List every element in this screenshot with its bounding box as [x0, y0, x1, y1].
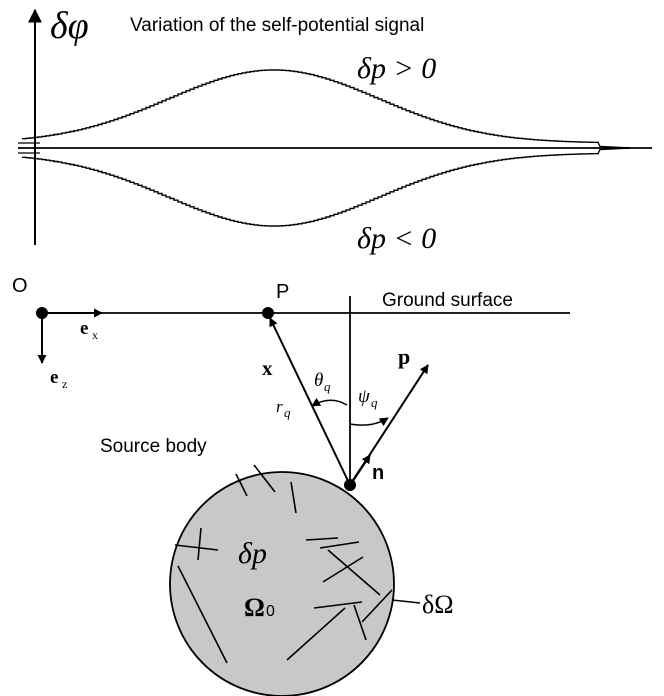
signal-curve-positive: [22, 69, 631, 149]
position-vector-x: [269, 317, 351, 486]
source-body: Source body δp Ω 0 δΩ: [100, 436, 454, 696]
psi-label: ψ: [358, 386, 371, 407]
fracture: [197, 527, 202, 561]
fracture: [286, 607, 346, 661]
signal-plot: δφ Variation of the self-potential signa…: [18, 5, 652, 255]
ground-surface-label: Ground surface: [382, 290, 513, 311]
fracture: [353, 604, 367, 641]
source-body-label: Source body: [100, 436, 207, 457]
ez-subscript: z: [62, 377, 67, 391]
fracture: [305, 537, 339, 541]
boundary-leader-line: [391, 599, 421, 604]
fracture-lines: [174, 464, 393, 664]
fracture: [253, 464, 276, 493]
theta-subscript: q: [324, 379, 331, 394]
omega-label: Ω: [244, 593, 265, 622]
fracture: [313, 601, 363, 609]
fracture: [174, 544, 219, 551]
signal-curve-negative: [22, 147, 631, 227]
ez-label: e: [50, 367, 58, 388]
fracture: [327, 549, 381, 596]
label-delta-p-positive: δp > 0: [357, 52, 436, 85]
coordinate-frame: O P Ground surface e x e z: [12, 275, 570, 391]
theta-label: θ: [314, 370, 323, 391]
origin-point: [36, 307, 48, 319]
body-delta-p-label: δp: [238, 537, 267, 570]
fracture: [319, 541, 360, 549]
boundary-label: δΩ: [422, 590, 454, 619]
p-vector-label: p: [398, 344, 410, 369]
fracture: [290, 481, 297, 514]
origin-label: O: [12, 275, 28, 297]
r-label: r: [276, 397, 283, 416]
ex-subscript: x: [92, 328, 98, 342]
source-point-sq: [344, 479, 356, 491]
observation-point-p: [262, 307, 274, 319]
psi-subscript: q: [371, 395, 378, 410]
signal-title: Variation of the self-potential signal: [130, 15, 424, 36]
r-subscript: q: [284, 405, 291, 420]
point-p-label: P: [276, 281, 289, 303]
omega-subscript: 0: [266, 603, 275, 620]
delta-phi-symbol: δφ: [50, 5, 89, 47]
fracture: [177, 565, 228, 664]
normal-vector-n: [349, 454, 371, 486]
source-body-circle: [169, 471, 395, 696]
psi-angle-arc: [349, 417, 389, 427]
fracture: [361, 589, 393, 623]
fracture: [235, 473, 248, 497]
label-delta-p-negative: δp < 0: [357, 222, 436, 255]
x-vector-label: x: [262, 356, 273, 380]
fracture: [322, 556, 364, 583]
theta-angle-arc: [311, 397, 348, 407]
ex-label: e: [80, 318, 88, 339]
n-vector-label: n: [372, 462, 384, 484]
